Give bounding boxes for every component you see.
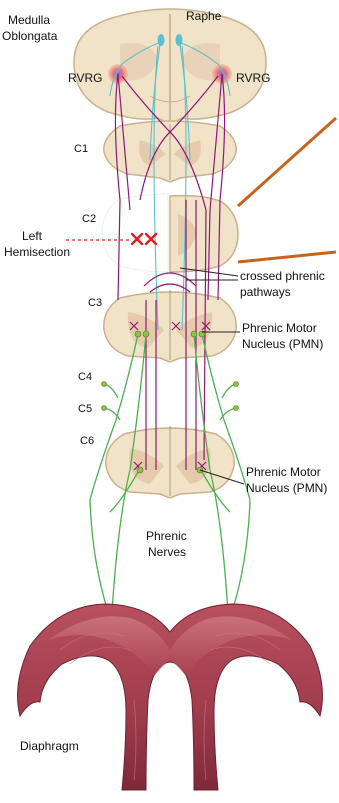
label-crossed-line1: crossed phrenic [240,269,325,283]
label-phrenic-line2: Nerves [148,545,186,559]
label-crossed-line2: pathways [240,285,291,299]
label-medulla-line2: Oblongata [2,29,58,43]
label-pmn-upper-line1: Phrenic Motor [242,321,317,335]
label-pmn-upper-line2: Nucleus (PMN) [242,337,323,351]
label-hemisection-line1: Left [22,229,43,243]
label-pmn-lower-line2: Nucleus (PMN) [246,481,327,495]
label-c2: C2 [82,213,96,225]
label-rvrg-right: RVRG [236,71,270,85]
raphe-nucleus-left [158,34,165,46]
label-c4: C4 [78,371,92,383]
spinal-segment-c1 [104,121,236,182]
raphe-nucleus-right [176,34,183,46]
label-c6: C6 [80,435,94,447]
label-c5: C5 [78,403,92,415]
label-rvrg-left: RVRG [68,71,102,85]
label-hemisection-line2: Hemisection [4,245,70,259]
zoom-pointer-lower [238,252,336,262]
spinal-segment-c3 [104,290,236,362]
label-raphe: Raphe [186,9,222,23]
medulla-section [74,9,266,124]
label-c1: C1 [74,143,88,155]
label-c3: C3 [88,297,102,309]
label-phrenic-line1: Phrenic [146,529,187,543]
spinal-segment-c6 [106,426,234,498]
label-pmn-lower-line1: Phrenic Motor [246,465,321,479]
diaphragm-muscle [18,604,323,790]
label-medulla-line1: Medulla [8,13,50,27]
zoom-pointer-upper [238,118,336,206]
label-diaphragm: Diaphragm [20,739,79,753]
spinal-segment-c2 [102,194,238,272]
